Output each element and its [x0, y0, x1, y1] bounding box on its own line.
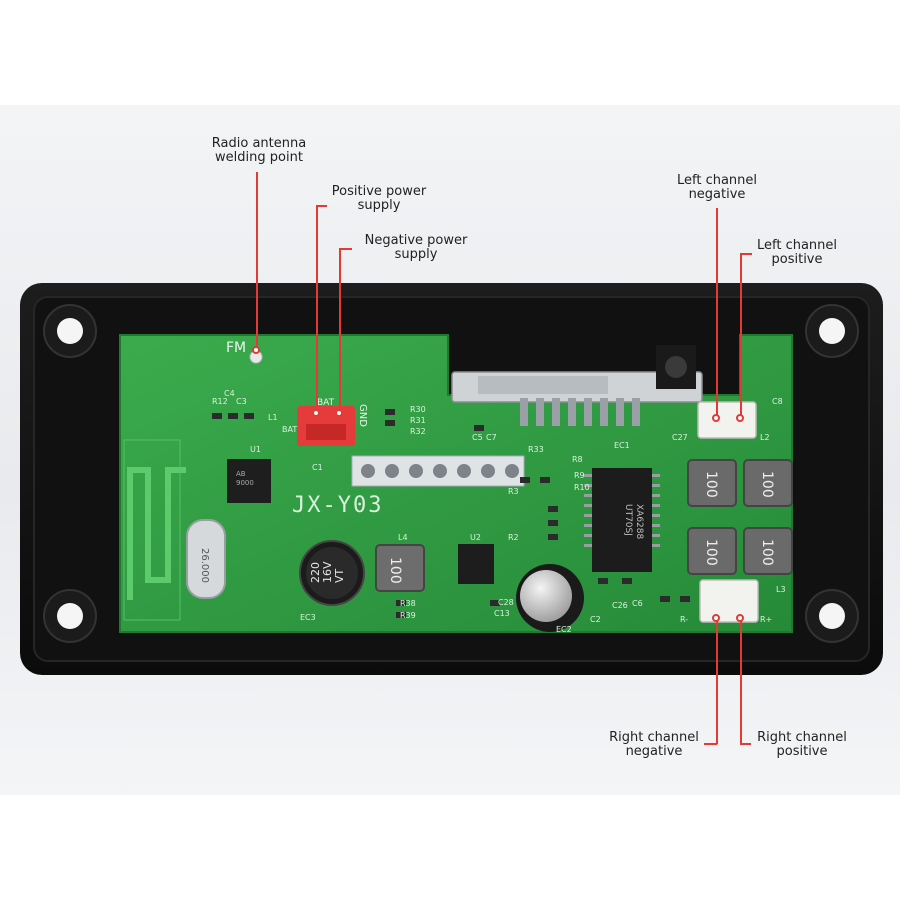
chip-u1	[227, 459, 271, 503]
left-pos-leader-h	[740, 253, 752, 255]
silk-label: R2	[508, 533, 519, 542]
neg-supply-leader-v	[339, 248, 341, 412]
callout-left-negative: Left channel negative	[676, 173, 758, 202]
mount-hole	[43, 304, 97, 358]
capacitor-ec3-label: 22016VVT	[309, 561, 346, 583]
silk-label: R+	[760, 615, 772, 624]
right-speaker-connector	[699, 579, 759, 623]
mount-hole	[43, 589, 97, 643]
silk-label: C8	[772, 397, 783, 406]
silk-label: U1	[250, 445, 261, 454]
silk-label: L3	[776, 585, 786, 594]
silk-label: R3	[508, 487, 519, 496]
left-neg-dot	[712, 414, 720, 422]
callout-right-positive: Right channel positive	[757, 730, 847, 759]
silk-label: C13	[494, 609, 510, 618]
inductor-out	[687, 527, 737, 575]
header-pins	[361, 464, 519, 478]
fm-label: FM	[226, 340, 246, 356]
pos-supply-leader-v	[316, 205, 318, 412]
silk-label: L2	[760, 433, 770, 442]
neg-supply-dot	[335, 409, 343, 417]
silk-label: R10	[574, 483, 590, 492]
antenna-dot	[252, 346, 260, 354]
crystal-label: 26.000	[199, 548, 210, 583]
silk-label: R8	[572, 455, 583, 464]
silk-label: R9	[574, 471, 585, 480]
left-neg-leader	[716, 208, 718, 418]
silk-label: U2	[470, 533, 481, 542]
silk-label: L4	[398, 533, 408, 542]
mount-hole	[805, 589, 859, 643]
silk-label: R33	[528, 445, 544, 454]
inductor-out-label-1: 100	[703, 471, 719, 498]
right-neg-leader-h	[704, 743, 717, 745]
silk-label: C2	[590, 615, 601, 624]
left-speaker-connector	[697, 401, 757, 439]
chip-u3-amplifier	[592, 468, 652, 572]
silk-label: C4	[224, 389, 235, 398]
silk-label: R32	[410, 427, 426, 436]
silk-label: R-	[680, 615, 688, 624]
pcb-model-label: JX-Y03	[292, 493, 383, 518]
chip-u2	[458, 544, 494, 584]
inductor-out-label-3: 100	[703, 539, 719, 566]
antenna-leader	[256, 172, 258, 350]
chip-u3-label: XA6288UT70SJ	[623, 504, 644, 540]
inductor-l4	[375, 544, 425, 592]
inductor-out-label-2: 100	[759, 471, 775, 498]
right-pos-leader-v	[740, 618, 742, 744]
inductor-out	[743, 459, 793, 507]
right-pos-dot	[736, 614, 744, 622]
left-pos-dot	[736, 414, 744, 422]
silk-label: C6	[632, 599, 643, 608]
silk-label: BAT	[282, 425, 297, 434]
callout-positive-supply: Positive power supply	[331, 184, 427, 213]
silk-label: C3	[236, 397, 247, 406]
neg-supply-leader-h	[339, 248, 352, 250]
inductor-out	[687, 459, 737, 507]
silk-label: C1	[312, 463, 323, 472]
silk-label: R39	[400, 611, 416, 620]
silk-label: C26	[612, 601, 628, 610]
silk-label: EC3	[300, 613, 316, 622]
silk-label: C5	[472, 433, 483, 442]
callout-right-negative: Right channel negative	[609, 730, 699, 759]
mount-hole	[805, 304, 859, 358]
right-neg-leader-v	[716, 618, 718, 744]
silk-label: C27	[672, 433, 688, 442]
silk-label: EC1	[614, 441, 630, 450]
pos-supply-leader-h	[316, 205, 327, 207]
silk-label: C28	[498, 598, 514, 607]
silk-label: R31	[410, 416, 426, 425]
inductor-out-label-4: 100	[759, 539, 775, 566]
tf-slot-pins	[520, 398, 640, 426]
smd-components	[212, 409, 690, 618]
pos-supply-dot	[312, 409, 320, 417]
callout-antenna: Radio antenna welding point	[211, 136, 307, 165]
inductor-out	[743, 527, 793, 575]
silk-label: C7	[486, 433, 497, 442]
bat-label: BAT	[317, 398, 335, 408]
bt-antenna-trace	[127, 467, 186, 600]
inductor-l4-label: 100	[387, 557, 403, 584]
callout-left-positive: Left channel positive	[756, 238, 838, 267]
callout-negative-supply: Negative power supply	[364, 233, 468, 262]
silk-label: L1	[268, 413, 278, 422]
gnd-label: GND	[357, 404, 368, 427]
silk-label: R30	[410, 405, 426, 414]
crystal-oscillator	[186, 519, 226, 599]
usb-connector	[478, 376, 608, 394]
right-pos-leader-h	[740, 743, 751, 745]
silk-label: R38	[400, 599, 416, 608]
left-pos-leader-v	[740, 253, 742, 418]
silk-label: EC2	[556, 625, 572, 634]
silk-label: R12	[212, 397, 228, 406]
right-neg-dot	[712, 614, 720, 622]
